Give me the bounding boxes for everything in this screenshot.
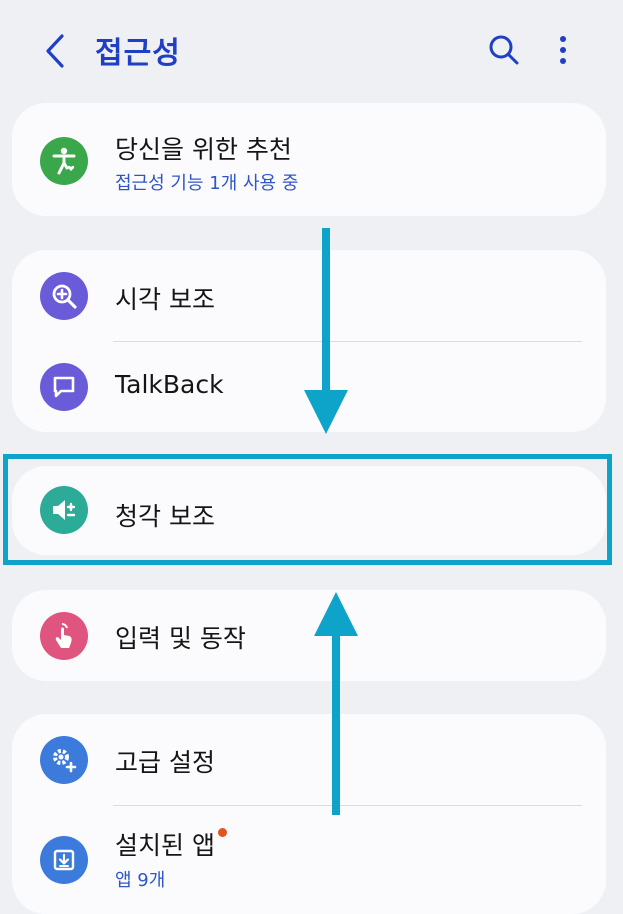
accessibility-person-icon	[40, 137, 88, 185]
notification-dot	[217, 828, 227, 837]
chevron-left-icon	[46, 34, 64, 68]
card-hearing: 청각 보조	[12, 466, 606, 555]
card-input: 입력 및 동작	[12, 590, 606, 681]
more-vertical-icon	[560, 36, 566, 64]
page-title: 접근성	[95, 36, 181, 71]
speech-bubble-icon	[40, 363, 88, 411]
item-label: 설치된 앱	[115, 831, 215, 860]
card-recommended: 당신을 위한 추천 접근성 기능 1개 사용 중	[12, 103, 606, 216]
search-button[interactable]	[484, 30, 524, 70]
back-button[interactable]	[38, 28, 72, 74]
list-item-talkback[interactable]: TalkBack	[12, 342, 606, 432]
touch-hand-icon	[40, 612, 88, 660]
item-label: 당신을 위한 추천	[115, 135, 292, 164]
gears-plus-icon	[40, 736, 88, 784]
magnifier-plus-icon	[40, 272, 88, 320]
list-item-recommended[interactable]: 당신을 위한 추천 접근성 기능 1개 사용 중	[12, 103, 606, 216]
app-bar: 접근성	[0, 0, 623, 100]
item-sublabel: 접근성 기능 1개 사용 중	[115, 173, 299, 194]
speaker-plus-minus-icon	[40, 486, 88, 534]
divider	[113, 805, 582, 806]
list-item-installed-apps[interactable]: 설치된 앱 앱 9개	[12, 806, 606, 914]
item-sublabel: 앱 9개	[115, 870, 166, 891]
list-item-advanced[interactable]: 고급 설정	[12, 714, 606, 805]
card-advanced: 고급 설정 설치된 앱 앱 9개	[12, 714, 606, 914]
list-item-input[interactable]: 입력 및 동작	[12, 590, 606, 681]
item-label: 청각 보조	[115, 502, 215, 531]
list-item-vision[interactable]: 시각 보조	[12, 250, 606, 341]
item-label: 시각 보조	[115, 285, 215, 314]
item-label: 고급 설정	[115, 748, 215, 777]
divider	[113, 341, 582, 342]
item-label: 입력 및 동작	[115, 624, 246, 653]
list-item-hearing[interactable]: 청각 보조	[12, 466, 606, 555]
search-icon	[489, 35, 519, 65]
download-box-icon	[40, 836, 88, 884]
item-label: TalkBack	[115, 370, 224, 399]
card-vision: 시각 보조 TalkBack	[12, 250, 606, 432]
item-label-row: 설치된 앱	[115, 826, 227, 862]
more-options-button[interactable]	[548, 30, 578, 70]
